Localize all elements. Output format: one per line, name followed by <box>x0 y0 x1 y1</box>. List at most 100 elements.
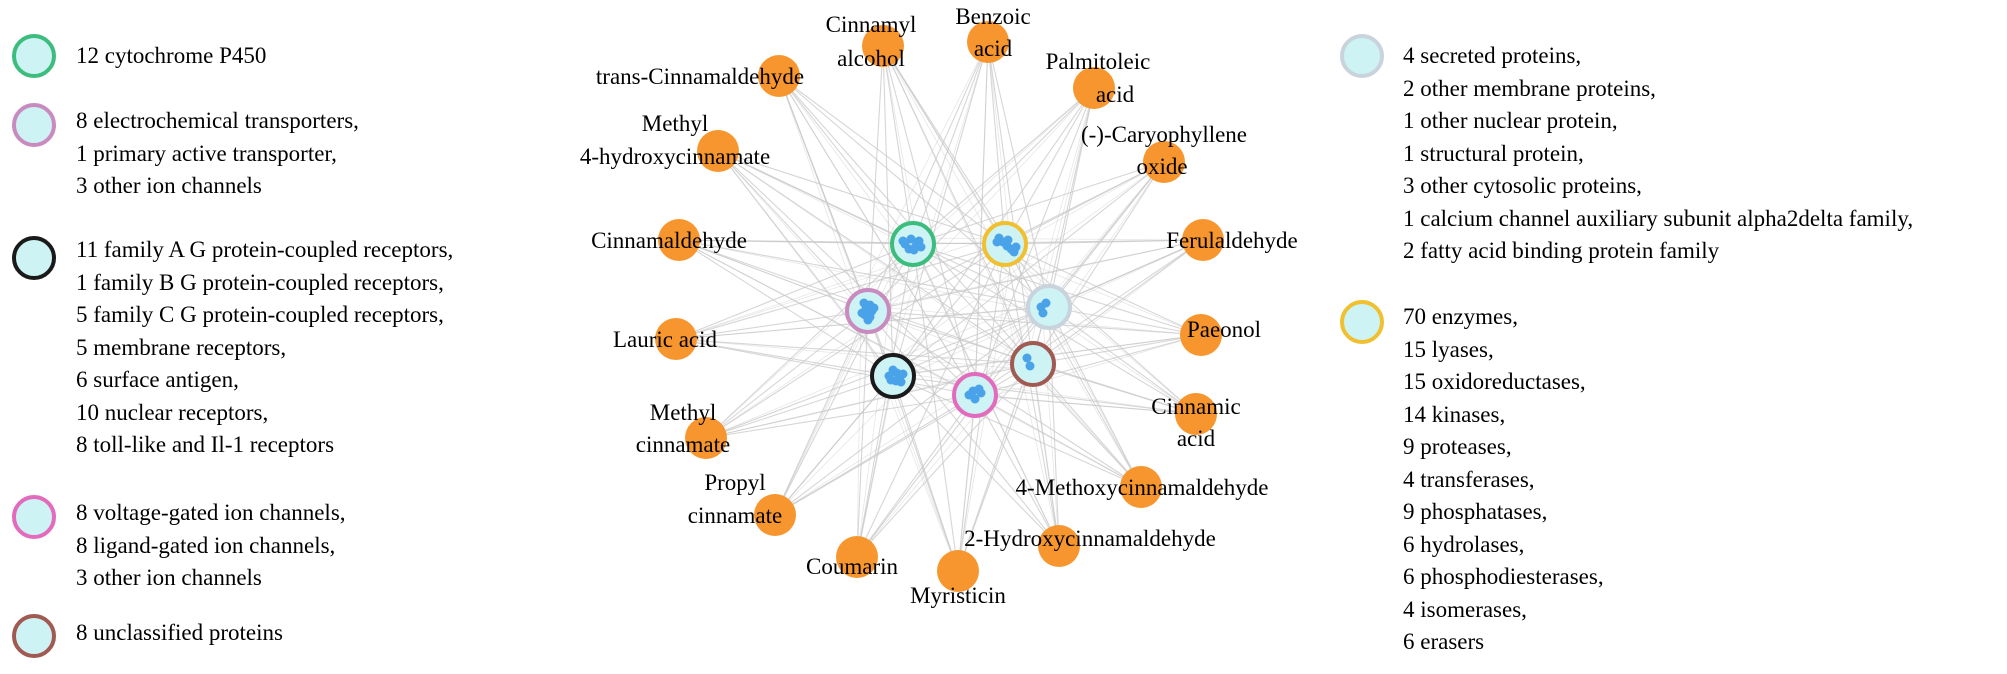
edge-fan <box>885 375 959 572</box>
legend-line: 2 fatty acid binding protein family <box>1403 238 1720 263</box>
target-dot <box>869 303 879 313</box>
edge-fan <box>882 45 1034 371</box>
edge-4-methoxycinnamaldehyde-ion <box>974 394 1142 488</box>
legend-swatch-enzymes <box>1340 300 1384 344</box>
edge-methyl-4-hydroxycinnamate-ion <box>717 150 976 396</box>
edge-methyl-cinnamate-transport <box>705 310 869 439</box>
edge-propyl-cinnamate-transport <box>774 310 869 516</box>
edge-fan <box>853 41 989 306</box>
edge-fan <box>878 161 1165 371</box>
edge-cinnamaldehyde-other <box>678 239 1050 308</box>
edge-fan <box>987 41 1013 257</box>
edge-cinnamyl-alcohol-ion <box>882 45 976 396</box>
edge-fan <box>774 243 907 516</box>
compound-node-trans-cinnamaldehyde <box>758 55 800 97</box>
legend-line: 8 voltage-gated ion channels, <box>76 500 346 525</box>
compound-label-paeonol: Paeonol <box>1187 317 1261 342</box>
edge-fan <box>997 243 1142 488</box>
edge-fan <box>778 75 862 312</box>
compound-node-2-hydroxycinnamaldehyde <box>1038 525 1080 567</box>
edge-palmitoleic-acid-transport <box>867 87 1095 312</box>
edge-palmitoleic-acid-ion <box>974 87 1095 396</box>
legend-swatch-transport <box>12 103 56 147</box>
edge-4-methoxycinnamaldehyde-unclassified <box>1032 363 1142 488</box>
edge-fan <box>778 75 900 239</box>
legend-line: 8 toll-like and Il-1 receptors <box>76 432 335 457</box>
legend-text-unclassified: 8 unclassified proteins <box>76 617 283 650</box>
edge-coumarin-other <box>856 306 1050 558</box>
edge-methyl-4-hydroxycinnamate-receptors <box>717 150 894 377</box>
target-node-other <box>1026 284 1072 330</box>
edge-fan <box>898 237 1204 241</box>
edge-methyl-4-hydroxycinnamate-unclassified <box>717 150 1034 365</box>
legend-text-cyp: 12 cytochrome P450 <box>76 40 266 73</box>
edge-propyl-cinnamate-receptors <box>774 375 894 516</box>
compound-label-palmitoleic-acid: Palmitoleic <box>1046 49 1151 74</box>
legend-line: 6 surface antigen, <box>76 367 239 392</box>
compound-labels-layer: trans-CinnamaldehydeCinnamylalcoholBenzo… <box>580 4 1298 608</box>
edge-fan <box>774 387 901 516</box>
compound-label-benzoic-acid: Benzoic <box>955 4 1030 29</box>
target-dot <box>1025 361 1035 371</box>
edge-fan <box>856 310 862 558</box>
edge-paeonol-enzymes <box>1004 243 1202 336</box>
legend-line: 4 isomerases, <box>1403 596 1527 622</box>
target-dot <box>970 394 980 404</box>
compound-label-caryophyllene-oxide: (-)-Caryophyllene <box>1081 122 1247 147</box>
edge-fan <box>1004 249 1197 415</box>
edge-fan <box>675 237 992 340</box>
edge-caryophyllene-oxide-cyp <box>912 161 1165 245</box>
edge-cinnamic-acid-ion <box>974 394 1197 415</box>
edge-fan <box>882 45 1043 308</box>
edge-fan <box>856 406 983 558</box>
edge-paeonol-other <box>1048 306 1202 336</box>
target-dot <box>906 234 916 244</box>
compound-node-caryophyllene-oxide <box>1143 141 1185 183</box>
compound-node-cinnamyl-alcohol <box>862 25 904 67</box>
compound-node-cinnamaldehyde <box>658 219 700 261</box>
edge-fan <box>675 255 921 340</box>
edge-coumarin-cyp <box>856 243 914 558</box>
compound-node-coumarin <box>836 536 878 578</box>
edge-fan <box>1004 161 1165 251</box>
edge-fan <box>967 394 1197 415</box>
target-dot <box>898 236 908 246</box>
legend-text-enzymes: 70 enzymes,15 lyases,15 oxidoreductases,… <box>1403 301 1604 659</box>
legend-line: 3 other ion channels <box>76 565 262 590</box>
target-dot <box>886 375 896 385</box>
edge-lauric-acid-unclassified <box>675 338 1034 365</box>
edge-benzoic-acid-transport <box>867 41 989 312</box>
edge-fan <box>853 304 1202 336</box>
compound-label-palmitoleic-acid: acid <box>1096 82 1135 107</box>
edge-fan <box>705 300 1036 439</box>
edge-cinnamic-acid-enzymes <box>1004 243 1197 415</box>
edge-fan <box>678 239 962 390</box>
edge-fan <box>878 369 1197 415</box>
legend-swatch-ion <box>12 495 56 539</box>
compound-node-paeonol <box>1180 314 1222 356</box>
legend-line: 11 family A G protein-coupled receptors, <box>76 237 454 262</box>
target-node-ion <box>952 372 998 418</box>
edge-palmitoleic-acid-enzymes <box>1004 87 1095 245</box>
edge-2-hydroxycinnamaldehyde-other <box>1048 306 1060 547</box>
edge-myristicin-receptors <box>892 375 959 572</box>
edge-fan <box>967 161 1165 396</box>
edge-cinnamyl-alcohol-enzymes <box>882 45 1006 245</box>
legend-line: 15 oxidoreductases, <box>1403 369 1586 394</box>
legend-line: 3 other ion channels <box>76 173 262 198</box>
legend-line: 8 electrochemical transporters, <box>76 108 359 133</box>
edge-trans-cinnamaldehyde-enzymes <box>778 75 1006 245</box>
target-dot <box>863 315 873 325</box>
target-dot <box>976 388 986 398</box>
target-node-unclassified <box>1010 341 1056 387</box>
edge-2-hydroxycinnamaldehyde-ion <box>974 394 1060 547</box>
edge-2-hydroxycinnamaldehyde-enzymes <box>1004 243 1060 547</box>
edge-fan <box>957 400 976 572</box>
edge-fan <box>990 237 1060 547</box>
legend-text-transport: 8 electrochemical transporters,1 primary… <box>76 105 359 203</box>
compound-label-methyl-4-hydroxycinnamate: Methyl <box>642 111 708 136</box>
edge-myristicin-ion <box>957 394 976 572</box>
edge-caryophyllene-oxide-receptors <box>892 161 1165 377</box>
legend-line: 5 membrane receptors, <box>76 334 287 360</box>
